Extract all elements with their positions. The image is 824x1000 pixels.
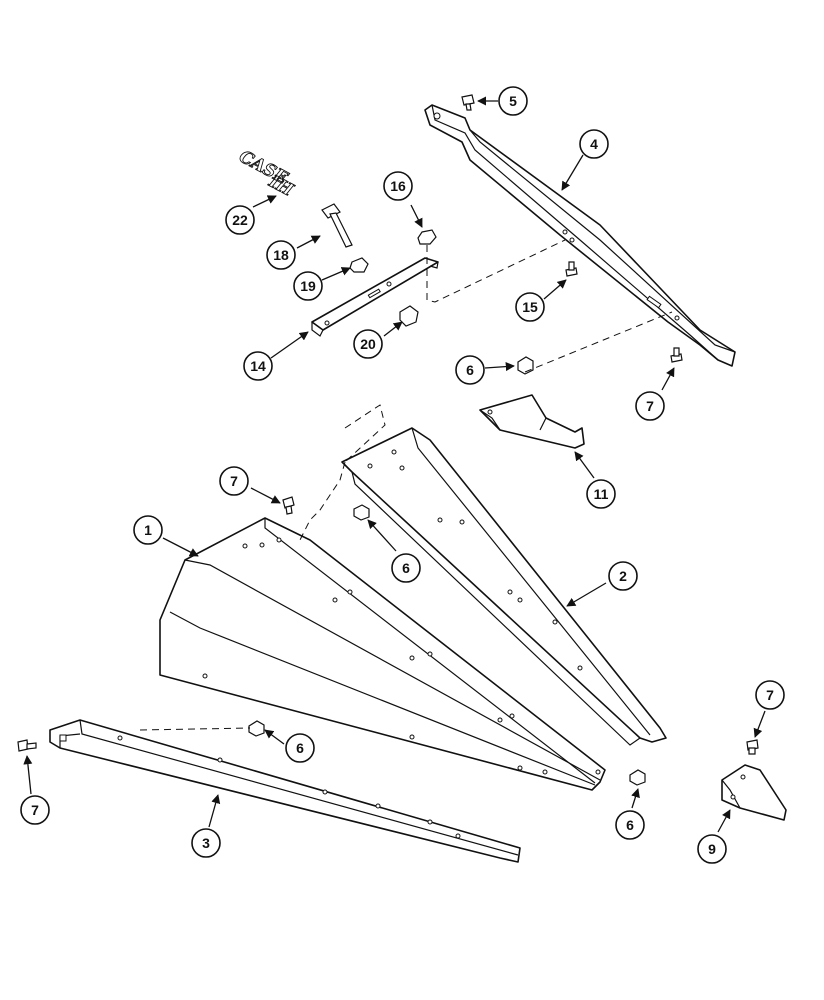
svg-text:6: 6 [402, 560, 410, 576]
bolt-7-shield [282, 496, 295, 515]
part-9-bracket [721, 764, 787, 821]
nut-19 [349, 257, 369, 273]
svg-text:7: 7 [31, 802, 39, 818]
callout-2: 2 [608, 561, 638, 591]
callout-7b: 7 [219, 466, 249, 496]
callout-7c: 7 [20, 795, 50, 825]
svg-text:7: 7 [766, 687, 774, 703]
callout-6d: 6 [615, 810, 645, 840]
nut-16 [417, 229, 437, 245]
svg-text:6: 6 [626, 817, 634, 833]
bolt-7-bracket [746, 739, 759, 755]
leader-lines [23, 96, 766, 833]
spacer-20 [399, 305, 419, 327]
screw-5 [461, 94, 475, 111]
callout-20: 20 [353, 329, 383, 359]
svg-text:15: 15 [522, 299, 538, 315]
bolt-7-rail [670, 347, 683, 363]
callout-9: 9 [697, 834, 727, 864]
nut-6-mid [353, 504, 370, 521]
svg-text:5: 5 [509, 93, 517, 109]
svg-text:11: 11 [594, 486, 609, 502]
callout-11: 11 [586, 479, 616, 509]
svg-text:2: 2 [619, 568, 627, 584]
callout-7d: 7 [755, 680, 785, 710]
svg-text:22: 22 [232, 212, 248, 228]
svg-text:18: 18 [273, 247, 289, 263]
callout-19: 19 [293, 271, 323, 301]
svg-text:9: 9 [708, 841, 716, 857]
nut-6-lower-rail [248, 720, 265, 737]
callout-1: 1 [133, 515, 163, 545]
callout-18: 18 [266, 240, 296, 270]
svg-text:3: 3 [202, 835, 210, 851]
nut-6-loose [629, 769, 646, 786]
callout-6c: 6 [285, 733, 315, 763]
callout-5: 5 [498, 86, 528, 116]
callout-15: 15 [515, 292, 545, 322]
svg-text:20: 20 [360, 336, 376, 352]
callout-16: 16 [383, 171, 413, 201]
part-14-strip [311, 257, 439, 337]
svg-text:6: 6 [296, 740, 304, 756]
bolt-15 [565, 261, 578, 277]
bolt-18 [321, 203, 353, 248]
svg-text:7: 7 [230, 473, 238, 489]
svg-text:1: 1 [144, 522, 152, 538]
part-3-rail [49, 719, 521, 863]
svg-text:16: 16 [390, 178, 406, 194]
assembly-lines [139, 239, 673, 731]
callout-6a: 6 [455, 355, 485, 385]
decal-22: CASE IH [235, 146, 297, 201]
part-2-shield [341, 427, 667, 746]
svg-text:4: 4 [590, 136, 598, 152]
callout-4: 4 [579, 129, 609, 159]
callout-22: 22 [225, 205, 255, 235]
callout-3: 3 [191, 828, 221, 858]
callout-14: 14 [243, 351, 273, 381]
part-1-shield [159, 517, 606, 791]
svg-text:7: 7 [646, 398, 654, 414]
svg-text:19: 19 [300, 278, 316, 294]
bolt-7-lower-rail [17, 739, 37, 752]
part-11-bracket [479, 394, 585, 449]
part-4-rail [424, 104, 736, 367]
callout-7a: 7 [635, 391, 665, 421]
callout-6b: 6 [391, 553, 421, 583]
svg-text:14: 14 [250, 358, 266, 374]
svg-text:6: 6 [466, 362, 474, 378]
